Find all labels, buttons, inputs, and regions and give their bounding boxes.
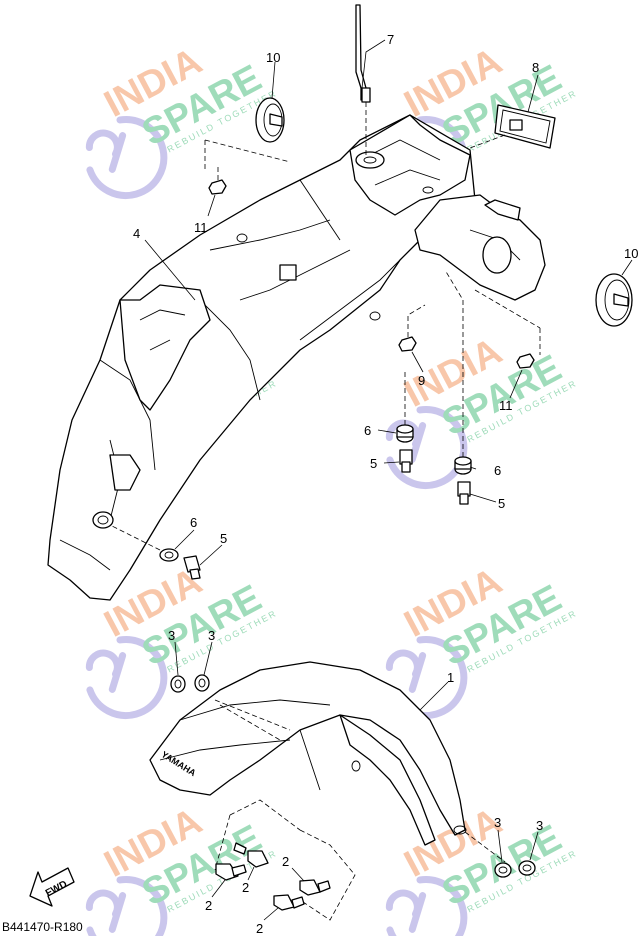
rear-fender-assembly (47, 114, 546, 601)
part-6-collar-a (396, 370, 414, 443)
part-2-bolt-b (233, 842, 269, 868)
callout-6: 6 (494, 463, 501, 478)
callout-2: 2 (242, 880, 249, 895)
part-11-nut-left (208, 165, 227, 195)
leader-lines (144, 39, 633, 921)
part-3-collar-a (170, 675, 186, 693)
callout-1: 1 (447, 670, 454, 685)
forward-direction-arrow (29, 867, 75, 907)
part-7-cable (355, 4, 371, 155)
part-3-collar-c (494, 862, 512, 878)
callout-2: 2 (256, 921, 263, 936)
callout-6: 6 (190, 515, 197, 530)
part-6-collar-c (109, 524, 179, 562)
callout-11: 11 (194, 220, 208, 235)
callout-3: 3 (168, 628, 175, 643)
callout-3: 3 (536, 818, 543, 833)
callout-4: 4 (133, 226, 140, 241)
part-10-reflector-left (204, 97, 291, 170)
callout-10: 10 (624, 246, 638, 261)
callout-11: 11 (499, 398, 513, 413)
wrench-icon (85, 876, 168, 936)
part-2-bolt-a (215, 863, 247, 881)
part-5-bolt-c (183, 555, 201, 580)
wrench-icon (85, 116, 168, 199)
callout-8: 8 (532, 60, 539, 75)
part-3-collar-b (194, 674, 210, 692)
callout-3: 3 (494, 815, 501, 830)
part-11-nut-right (474, 289, 541, 369)
diagram-code: B441470-R180 (2, 920, 83, 934)
callout-5: 5 (498, 496, 505, 511)
front-fender-assembly (149, 661, 506, 921)
callout-labels: 7 8 10 11 4 10 9 11 6 5 6 5 6 5 3 3 1 3 … (133, 32, 638, 936)
callout-10: 10 (266, 50, 280, 65)
part-3-collar-d (518, 860, 536, 876)
part-2-bolt-d (273, 894, 305, 911)
part-6-collar-b (444, 269, 472, 475)
wrench-icon (385, 876, 468, 936)
callout-2: 2 (205, 898, 212, 913)
callout-9: 9 (418, 373, 425, 388)
part-5-bolt-a (399, 449, 413, 473)
part-10-reflector-right (595, 273, 633, 327)
callout-7: 7 (387, 32, 394, 47)
callout-2: 2 (282, 854, 289, 869)
part-5-bolt-b (457, 481, 471, 505)
callout-3: 3 (208, 628, 215, 643)
callout-5: 5 (220, 531, 227, 546)
part-2-bolt-c (299, 879, 331, 896)
part-8-light (469, 104, 556, 149)
wrench-icon (85, 636, 168, 719)
callout-6: 6 (364, 423, 371, 438)
callout-5: 5 (370, 456, 377, 471)
part-9-nut (398, 304, 426, 352)
